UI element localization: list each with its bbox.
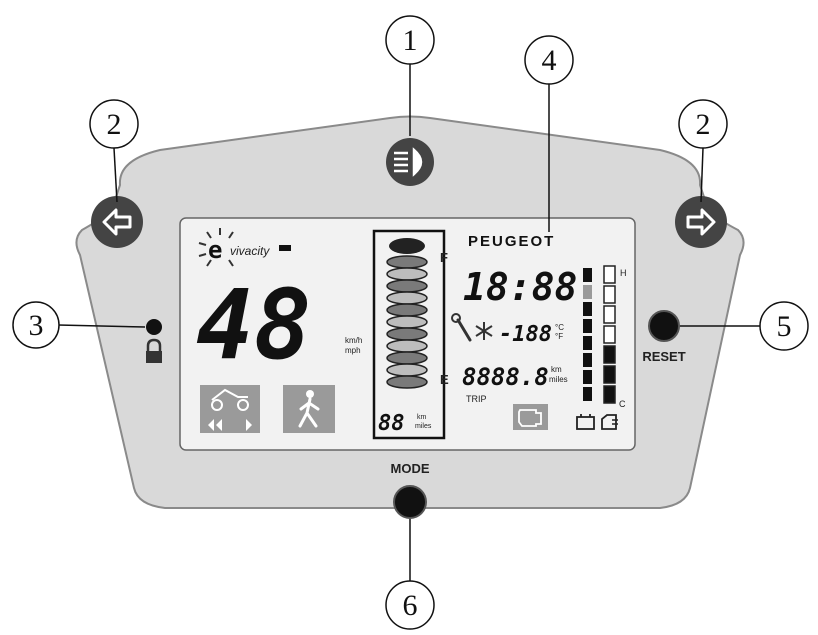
temp-unit-f: °F [555,332,563,341]
speed-readout: 48 [196,269,312,381]
trip-label: TRIP [466,394,487,404]
temp-hot-label: H [620,268,627,278]
battery-segment [386,363,428,377]
headlight-indicator [386,138,434,186]
engine-icon [513,404,548,430]
battery-empty-label: E [440,372,449,387]
callout-6: 6 [385,519,435,630]
level-bar-segment [583,353,592,367]
svg-text:2: 2 [107,108,122,141]
svg-text:e: e [208,236,222,264]
battery-gauge: F E 88 km miles [372,229,449,440]
svg-text:vivacity: vivacity [230,244,270,258]
battery-segment [386,303,428,317]
arrow-left-icon [102,208,132,236]
level-bar-segment [583,387,592,401]
level-bar-segment [583,319,592,333]
level-bars [583,265,616,404]
svg-text:2: 2 [696,108,711,141]
battery-full-label: F [440,250,448,265]
clock-readout: 18:88 [463,265,577,309]
level-bar-segment [583,370,592,384]
battery-segment [386,291,428,305]
battery-segment [386,327,428,341]
mode-label: MODE [391,461,430,476]
odo-unit-bottom: miles [549,375,568,384]
range-unit-bottom: miles [415,423,432,430]
reset-label: RESET [642,349,685,364]
level-bar-segment [583,302,592,316]
headlight-icon [394,147,423,177]
level-bar-segment [603,305,616,324]
battery-segment [386,255,428,269]
temp-unit-c: °C [555,323,564,332]
level-bar-segment [603,285,616,304]
svg-text:6: 6 [403,589,418,622]
battery-icon [576,414,595,430]
walking-person-icon [283,385,335,433]
snowflake-icon [475,322,493,340]
battery-segment [386,267,428,281]
level-bar-segment [583,285,592,299]
odometer-readout: 8888.8 [462,363,549,391]
level-bar-segment [603,345,616,364]
scooter-reverse-icon [200,385,260,433]
level-bar-segment [603,385,616,404]
turn-left-indicator [91,196,143,248]
svg-text:1: 1 [403,24,418,57]
arrow-right-icon [686,208,716,236]
lock-indicator [146,319,162,363]
odo-unit-top: km [551,365,562,374]
callout-2-right: 2 [678,99,728,203]
svg-text:4: 4 [542,44,557,77]
manufacturer-label: PEUGEOT [468,233,555,250]
battery-segment [386,279,428,293]
callout-4: 4 [524,35,574,232]
level-bar-segment [603,365,616,384]
callout-1: 1 [385,15,435,136]
turn-right-indicator [675,196,727,248]
level-bar-segment [603,265,616,284]
level-bar-segment [583,336,592,350]
battery-segments [386,255,428,389]
motor-temp-icon [601,414,618,430]
svg-text:5: 5 [777,310,792,343]
padlock-icon [146,338,162,363]
battery-segment [386,339,428,353]
callout-2-left: 2 [89,99,139,203]
speed-unit-bottom: mph [345,346,361,355]
brand-logo: e vivacity [198,228,291,267]
reset-button[interactable]: RESET [642,310,686,364]
battery-segment [386,351,428,365]
temp-cold-label: C [619,399,626,409]
callout-5: 5 [680,301,809,351]
mode-button[interactable]: MODE [391,461,430,519]
speed-unit-top: km/h [345,336,362,345]
callout-3: 3 [12,301,146,349]
battery-segment [386,315,428,329]
battery-segment [386,375,428,389]
wrench-icon [451,313,472,342]
range-unit-top: km [417,414,427,421]
level-bar-segment [603,325,616,344]
svg-text:3: 3 [29,309,44,342]
level-bar-segment [583,268,592,282]
range-readout: 88 [378,411,405,436]
temperature-readout: -188 [499,322,552,347]
